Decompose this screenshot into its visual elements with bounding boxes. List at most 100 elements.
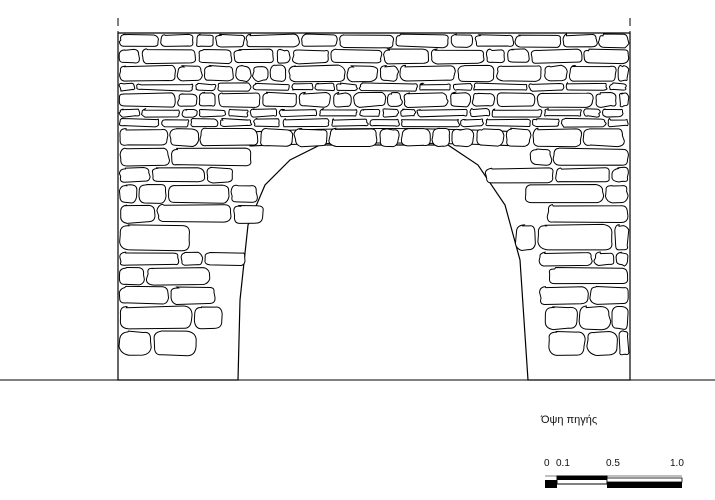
stone xyxy=(170,286,216,305)
stone xyxy=(602,108,624,118)
stone xyxy=(228,108,249,118)
stone xyxy=(611,166,629,183)
stone xyxy=(476,128,505,147)
stone xyxy=(336,82,359,91)
stone xyxy=(358,82,418,92)
stone xyxy=(118,82,136,92)
scale-tick-1-0: 1.0 xyxy=(670,458,684,469)
stone xyxy=(119,64,177,82)
scale-tick-0-5: 0.5 xyxy=(606,458,620,469)
stone xyxy=(218,92,261,108)
stone xyxy=(614,224,630,251)
stone xyxy=(276,48,291,64)
stone xyxy=(450,91,472,108)
stone xyxy=(586,330,618,357)
stone xyxy=(153,330,197,357)
stone xyxy=(253,117,280,128)
stone xyxy=(118,184,138,204)
stone xyxy=(505,127,532,147)
stone xyxy=(314,82,336,92)
stone xyxy=(293,127,328,148)
stone xyxy=(118,118,160,128)
stone xyxy=(119,128,169,146)
stone xyxy=(118,267,145,286)
stone xyxy=(198,49,233,65)
stone xyxy=(379,65,400,82)
stone xyxy=(383,48,430,65)
stone xyxy=(118,285,170,305)
stone xyxy=(611,306,629,330)
stone-courses xyxy=(118,33,630,357)
stone xyxy=(583,108,601,118)
stone xyxy=(607,117,629,128)
stone xyxy=(206,166,233,184)
stone xyxy=(536,92,594,108)
stone xyxy=(619,92,630,108)
stone xyxy=(401,118,460,128)
stone xyxy=(176,65,203,82)
stone xyxy=(544,64,568,82)
stone xyxy=(604,185,629,204)
stone xyxy=(359,108,381,117)
stone xyxy=(118,92,176,108)
stone xyxy=(199,127,259,147)
stone xyxy=(204,251,246,266)
stone xyxy=(471,92,496,107)
stone xyxy=(496,65,542,82)
stone xyxy=(198,91,216,107)
stone xyxy=(532,127,583,148)
stone xyxy=(544,107,582,117)
stone xyxy=(235,64,252,83)
stone xyxy=(496,92,536,108)
stone xyxy=(430,48,485,65)
stone xyxy=(544,306,578,331)
stone xyxy=(617,64,630,82)
stone xyxy=(530,48,583,64)
stone xyxy=(369,118,400,127)
stone xyxy=(319,107,358,117)
stone xyxy=(548,330,586,356)
stone xyxy=(118,33,159,47)
stone xyxy=(484,167,554,184)
stone xyxy=(119,251,180,266)
stone xyxy=(532,118,560,128)
stone xyxy=(346,65,379,83)
stone xyxy=(548,266,629,285)
stone xyxy=(452,82,473,91)
stone xyxy=(195,82,217,92)
stone xyxy=(161,119,190,128)
stone xyxy=(583,48,630,65)
stone xyxy=(562,33,598,48)
stone xyxy=(615,251,629,267)
stone xyxy=(230,184,258,203)
stone xyxy=(291,82,314,91)
stone xyxy=(457,64,495,83)
stone xyxy=(460,118,485,128)
stone xyxy=(403,92,449,108)
stone xyxy=(288,64,346,83)
stone xyxy=(136,83,194,92)
stone xyxy=(537,223,613,251)
stone xyxy=(141,48,197,65)
stone xyxy=(597,33,630,49)
stone xyxy=(196,33,214,47)
stone xyxy=(198,109,227,118)
stone xyxy=(160,33,194,47)
stone xyxy=(217,82,252,92)
stone xyxy=(485,118,531,127)
stone xyxy=(119,224,190,252)
stone xyxy=(416,108,468,118)
stone xyxy=(118,167,151,183)
stone xyxy=(538,251,593,267)
stone xyxy=(251,66,269,83)
stone xyxy=(333,91,352,108)
stone xyxy=(118,108,141,118)
stone xyxy=(260,127,294,147)
scale-tick-0-1: 0.1 xyxy=(556,458,570,469)
stone xyxy=(140,107,180,118)
stone xyxy=(118,330,152,356)
stone xyxy=(608,82,627,91)
stone xyxy=(292,49,329,65)
stone xyxy=(282,118,330,128)
